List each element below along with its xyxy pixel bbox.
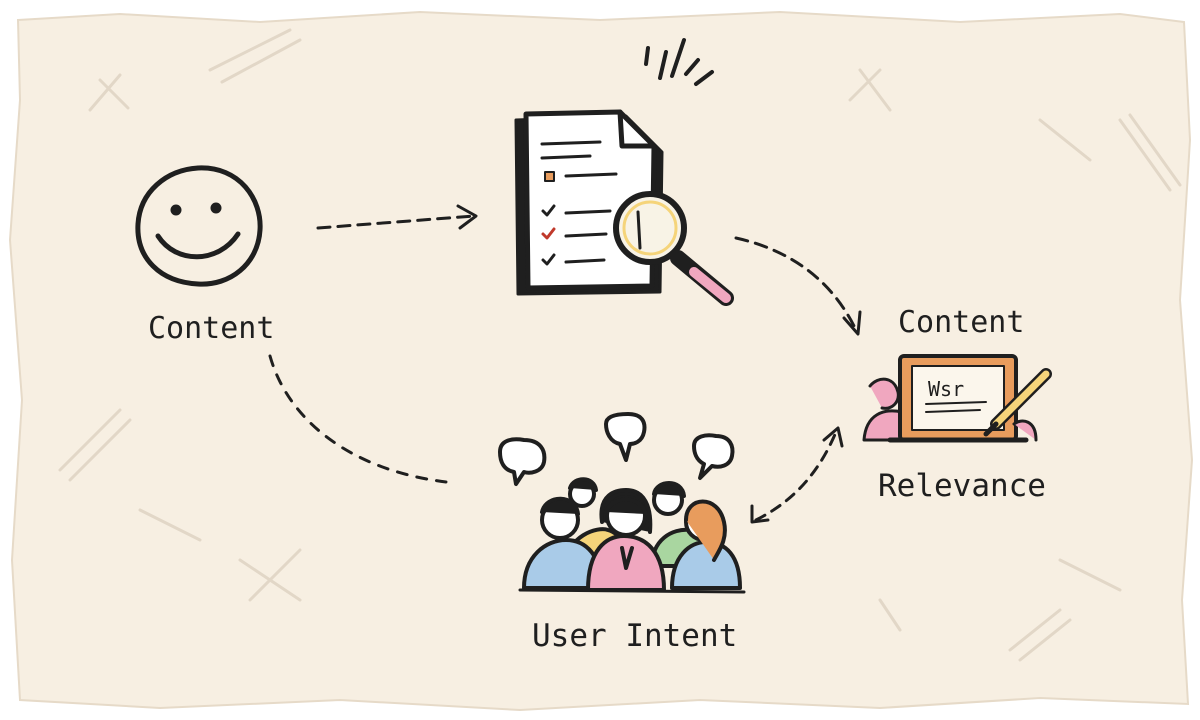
magnifying-glass-icon [613,191,734,306]
arrow-user-intent-to-relevance [754,430,838,522]
arrow-content-to-document [316,214,476,230]
attention-sparks [644,38,714,86]
people-group-icon [518,477,746,594]
pencil-icon [983,368,1052,437]
relevance-label: Relevance [878,468,1046,504]
user-intent-label: User Intent [532,618,737,654]
paper-background [8,10,1194,712]
speech-bubbles [498,412,735,486]
arrowhead-document-to-relevance [842,310,862,336]
laptop-screen-text: Wsr [928,377,964,401]
content-right-label: Content [898,305,1024,340]
arrow-content-to-user-intent [268,354,448,484]
smiley-icon [135,165,263,287]
arrowhead-user-to-relevance-bottom [750,504,770,524]
arrowhead-user-to-relevance-top [822,426,844,448]
flow-arrows [268,204,862,524]
speech-bubble-icon [498,437,547,486]
arrow-document-to-relevance [734,236,858,332]
background-doodles [58,28,1182,662]
laptop-icon: Wsr [862,354,1038,443]
arrowhead-content-to-document [456,204,478,230]
speech-bubble-icon [604,412,647,462]
content-left-label: Content [148,311,274,346]
speech-bubble-icon [692,433,735,480]
